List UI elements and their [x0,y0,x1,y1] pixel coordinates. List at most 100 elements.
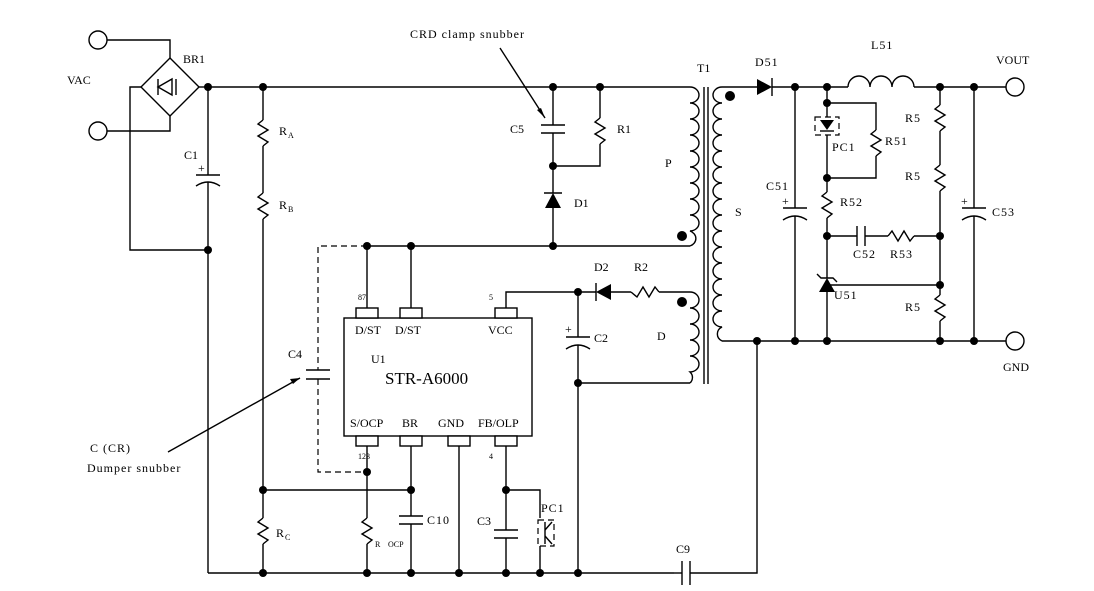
svg-text:D2: D2 [594,260,609,274]
svg-text:C53: C53 [992,205,1015,219]
vout-terminal [1005,77,1025,97]
capacitor-c53: C53 + [961,87,1015,341]
resistor-r53: R53 [887,229,940,261]
svg-text:A: A [288,131,294,140]
resistor-rc: R C [256,490,290,573]
svg-text:B: B [288,205,293,214]
capacitor-c1: C1 + [184,87,221,250]
pin-br [399,435,423,447]
capacitor-c4-dashed: C4 [288,245,367,473]
svg-text:S: S [735,205,742,219]
svg-text:123: 123 [358,452,370,461]
capacitor-c9: C9 [674,341,758,585]
vac-label: VAC [67,73,91,87]
svg-text:C9: C9 [676,542,690,556]
svg-text:R: R [375,540,381,549]
gnd-terminal [1005,331,1025,351]
transformer-t1: T1 P S D [657,61,742,384]
capacitor-c10: C10 [399,490,450,573]
svg-text:R2: R2 [634,260,648,274]
svg-text:+: + [198,161,205,175]
crd-clamp-annotation: CRD clamp snubber [410,27,546,119]
cr-dumper-annotation: C (CR) Dumper snubber [87,377,301,475]
resistor-rb: R B [256,192,293,490]
svg-text:VCC: VCC [488,323,513,337]
shunt-regulator-u51: U51 [816,236,940,341]
svg-text:C10: C10 [427,513,450,527]
svg-text:R52: R52 [840,195,863,209]
diode-d51: D51 [755,55,848,96]
svg-text:C51: C51 [766,179,789,193]
pin-dst-1 [355,307,379,319]
pin-fbolp [494,435,518,447]
capacitor-c52: C52 [827,226,888,261]
svg-text:BR: BR [402,416,418,430]
diode-d2: D2 [578,260,631,301]
svg-text:87: 87 [358,293,366,302]
svg-text:Dumper snubber: Dumper snubber [87,461,181,475]
ic-u1-str-a6000: D/ST D/ST VCC U1 STR-A6000 S/OCP BR GND … [343,293,533,461]
svg-text:R: R [279,198,287,212]
svg-text:PC1: PC1 [541,501,565,515]
svg-text:C4: C4 [288,347,302,361]
svg-text:C2: C2 [594,331,608,345]
capacitor-c51: C51 + [766,87,808,341]
optocoupler-pc1-transistor: PC1 [506,489,565,573]
svg-text:R5: R5 [905,169,921,183]
svg-text:R: R [279,124,287,138]
svg-text:+: + [782,194,789,208]
svg-text:CRD clamp snubber: CRD clamp snubber [410,27,525,41]
svg-text:R53: R53 [890,247,913,261]
svg-text:T1: T1 [697,61,710,75]
svg-text:S/OCP: S/OCP [350,416,384,430]
svg-text:C (CR): C (CR) [90,441,131,455]
svg-text:4: 4 [489,452,493,461]
resistor-r5-mid: R5 [905,164,947,285]
resistor-r2: R2 [630,260,660,299]
svg-text:R5: R5 [905,300,921,314]
svg-text:GND: GND [438,416,464,430]
resistor-r1: R1 [553,87,631,167]
ac-input: VAC [67,30,171,141]
resistor-r52: R52 [820,178,863,236]
pin-socp [355,435,379,447]
svg-text:PC1: PC1 [832,140,856,154]
capacitor-c2: C2 + [565,292,608,573]
svg-text:C3: C3 [477,514,491,528]
svg-text:D/ST: D/ST [355,323,382,337]
svg-text:OCP: OCP [388,540,404,549]
resistor-r5-top: R5 [905,87,947,165]
optocoupler-pc1-led: PC1 [814,116,856,178]
resistor-rocp: R OCP [360,517,404,573]
svg-text:D: D [657,329,666,343]
svg-text:C52: C52 [853,247,876,261]
svg-text:VOUT: VOUT [996,53,1030,67]
svg-text:D51: D51 [755,55,779,69]
resistor-ra: R A [256,87,294,193]
svg-text:U51: U51 [834,288,858,302]
inductor-l51: L51 [847,38,915,88]
svg-text:5: 5 [489,293,493,302]
ac-terminal-bottom [88,121,108,141]
c1-label: C1 [184,148,198,162]
ic-part-number: STR-A6000 [385,369,468,388]
svg-text:D1: D1 [574,196,589,210]
svg-text:P: P [665,156,672,170]
svg-text:FB/OLP: FB/OLP [478,416,519,430]
svg-text:GND: GND [1003,360,1029,374]
svg-text:D/ST: D/ST [395,323,422,337]
svg-text:R5: R5 [905,111,921,125]
capacitor-c3: C3 [477,490,518,573]
svg-text:L51: L51 [871,38,893,52]
ac-terminal-top [88,30,108,50]
bridge-rectifier-br1: BR1 [129,52,208,251]
br1-label: BR1 [183,52,205,66]
pin-gnd [447,435,471,447]
svg-text:R51: R51 [885,134,908,148]
svg-text:C5: C5 [510,122,524,136]
diode-d1: D1 [544,166,589,246]
svg-text:R1: R1 [617,122,631,136]
svg-text:R: R [276,526,284,540]
pin-dst-2 [399,307,423,319]
